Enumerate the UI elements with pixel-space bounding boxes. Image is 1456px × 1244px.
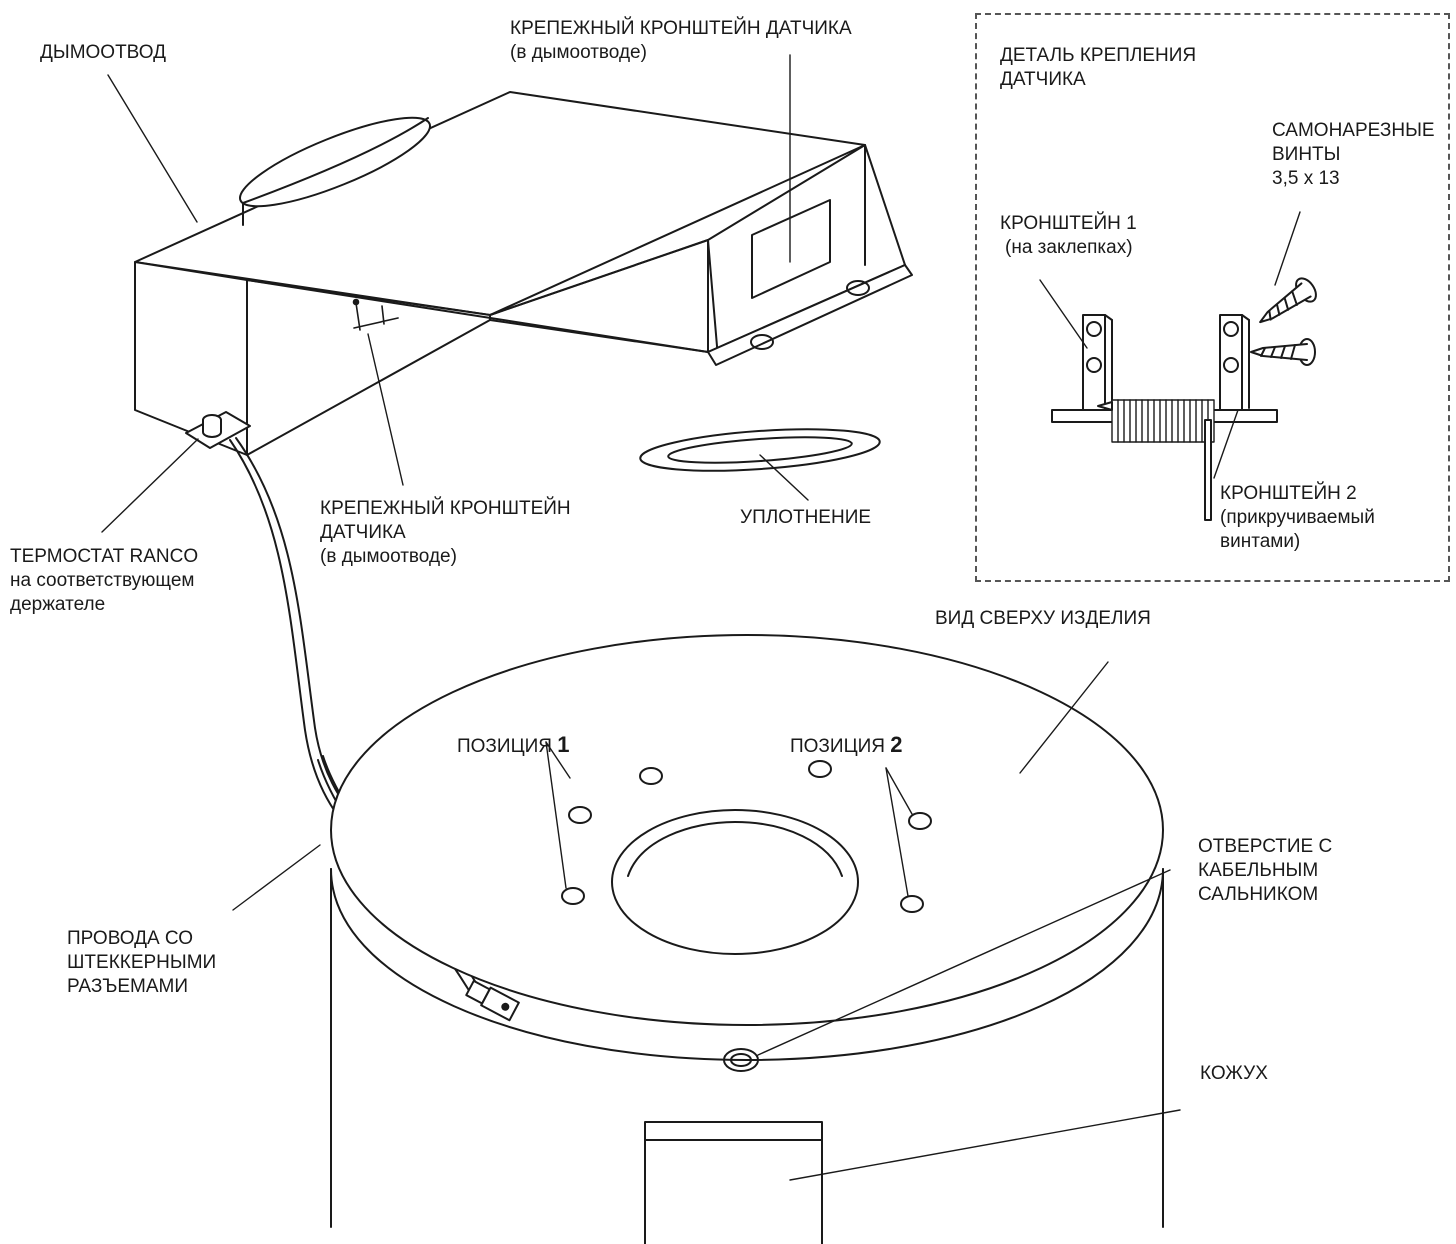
ranco-thermostat (185, 411, 251, 449)
heater-body (330, 634, 1164, 1244)
detail-bracket-assembly (1051, 277, 1317, 521)
label-flue: ДЫМООТВОД (40, 42, 166, 63)
flue-hood (134, 91, 913, 456)
label-casing: КОЖУХ (1200, 1063, 1268, 1084)
leader-lines (101, 54, 1301, 1181)
detail-label-bracket-1: КРОНШТЕЙН 1(на заклепках) (1000, 213, 1137, 258)
label-seal: УПЛОТНЕНИЕ (740, 507, 872, 528)
label-position-1: ПОЗИЦИЯ 1 (457, 732, 570, 758)
seal-gasket (639, 428, 881, 472)
label-position-2: ПОЗИЦИЯ 2 (790, 732, 903, 758)
label-top-view: ВИД СВЕРХУ ИЗДЕЛИЯ (935, 608, 1151, 629)
label-bracket-top: КРЕПЕЖНЫЙ КРОНШТЕЙН ДАТЧИКА(в дымоотводе… (510, 18, 852, 63)
detail-frame (975, 13, 1450, 582)
